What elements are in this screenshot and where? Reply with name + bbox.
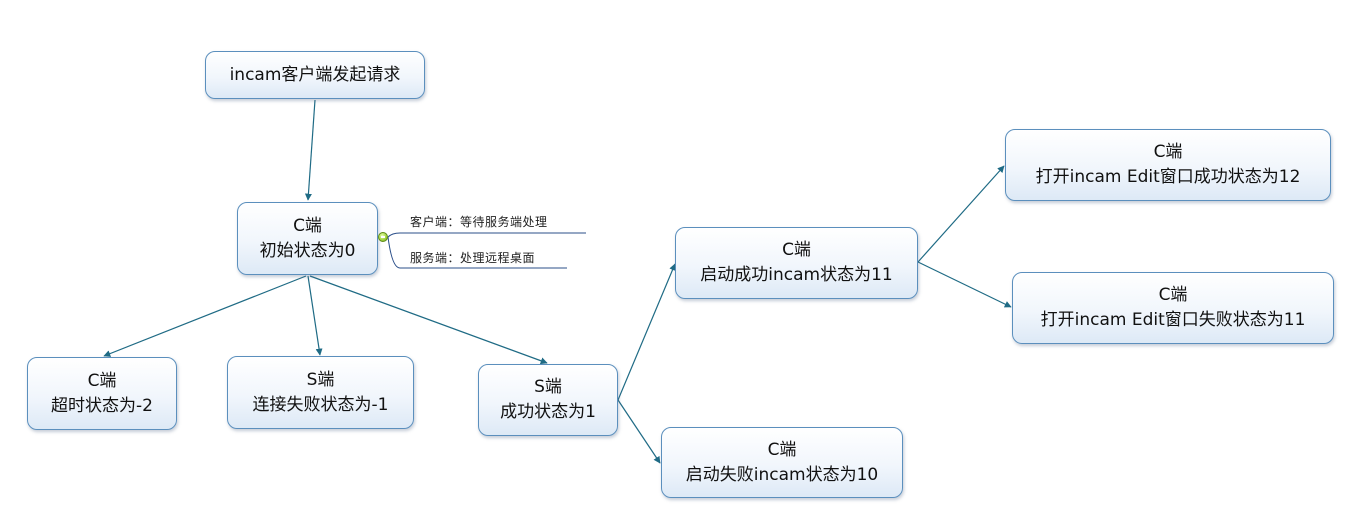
edge-init-success bbox=[309, 275, 548, 365]
node-timeout-side: C端 bbox=[87, 370, 117, 391]
node-root-label: incam客户端发起请求 bbox=[229, 64, 401, 85]
edge-init-connect-fail bbox=[307, 275, 323, 356]
edge-init-timeout bbox=[103, 275, 307, 357]
node-start-success-status: 启动成功incam状态为11 bbox=[700, 265, 893, 285]
node-timeout[interactable]: C端 超时状态为-2 bbox=[27, 357, 177, 430]
node-connect-fail[interactable]: S端 连接失败状态为-1 bbox=[227, 356, 414, 429]
note-line-client bbox=[387, 232, 586, 238]
node-edit-success-status: 打开incam Edit窗口成功状态为12 bbox=[1035, 167, 1301, 187]
node-start-fail[interactable]: C端 启动失败incam状态为10 bbox=[661, 427, 903, 498]
node-connect-fail-side: S端 bbox=[306, 369, 335, 390]
node-start-fail-status: 启动失败incam状态为10 bbox=[685, 464, 879, 485]
node-root[interactable]: incam客户端发起请求 bbox=[205, 51, 425, 99]
edge-success-start-success bbox=[617, 263, 676, 401]
note-line-server bbox=[387, 236, 567, 269]
node-edit-success[interactable]: C端 打开incam Edit窗口成功状态为12 bbox=[1005, 129, 1331, 201]
node-success-side: S端 bbox=[534, 377, 562, 397]
edge-start-success-edit-success bbox=[917, 165, 1005, 263]
edge-start-success-edit-fail bbox=[917, 261, 1012, 308]
node-edit-fail-status: 打开incam Edit窗口失败状态为11 bbox=[1040, 310, 1306, 330]
edge-root-init bbox=[304, 99, 316, 201]
node-init-status: 初始状态为0 bbox=[259, 240, 356, 261]
node-edit-fail[interactable]: C端 打开incam Edit窗口失败状态为11 bbox=[1012, 272, 1334, 344]
node-init-side: C端 bbox=[293, 215, 322, 236]
node-success[interactable]: S端 成功状态为1 bbox=[478, 364, 618, 436]
note-server: 服务端：处理远程桌面 bbox=[410, 251, 536, 265]
node-edit-fail-side: C端 bbox=[1158, 285, 1188, 305]
node-start-fail-side: C端 bbox=[767, 439, 797, 460]
node-connect-fail-status: 连接失败状态为-1 bbox=[252, 394, 389, 415]
edge-success-start-fail bbox=[617, 399, 661, 464]
node-start-success-side: C端 bbox=[782, 240, 811, 260]
minus-circle-icon[interactable] bbox=[378, 232, 388, 242]
note-client: 客户端：等待服务端处理 bbox=[410, 215, 548, 229]
node-timeout-status: 超时状态为-2 bbox=[51, 395, 153, 416]
node-start-success[interactable]: C端 启动成功incam状态为11 bbox=[675, 227, 918, 299]
node-init[interactable]: C端 初始状态为0 bbox=[237, 202, 378, 275]
node-edit-success-side: C端 bbox=[1153, 142, 1183, 162]
node-success-status: 成功状态为1 bbox=[500, 402, 596, 422]
